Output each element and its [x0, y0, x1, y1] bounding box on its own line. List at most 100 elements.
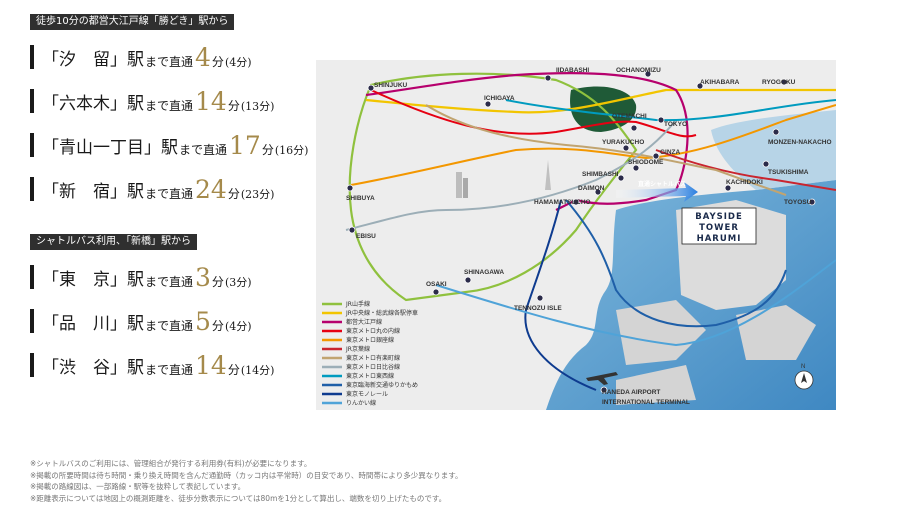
station-shinagawa: SHINAGAWA — [464, 269, 504, 276]
shuttle-bus-label: 直通シャトルバス — [638, 180, 686, 188]
footnotes: ※シャトルバスのご利用には、管理組合が発行する利用券(有料)が必要になります。 … — [30, 458, 463, 504]
route-tokyo: 「東 京」駅 まで直通 3 分 (3分) — [30, 264, 252, 290]
station-dot-shibuya — [346, 184, 354, 192]
station-tokyo: TOKYO — [664, 121, 687, 128]
route-normal-time: (3分) — [224, 276, 252, 289]
route-station: 「新 宿」駅 — [42, 182, 144, 202]
route-normal-time: (13分) — [240, 100, 275, 113]
legend-item: 東京メトロ銀座線 — [322, 336, 394, 344]
footnote: ※シャトルバスのご利用には、管理組合が発行する利用券(有料)が必要になります。 — [30, 459, 312, 468]
route-suffix: まで直通 — [179, 143, 228, 157]
route-unit: 分 — [211, 319, 224, 333]
station-yurakucho: YURAKUCHO — [602, 139, 644, 146]
river — [711, 110, 836, 190]
route-minutes: 5 — [195, 307, 211, 336]
route-suffix: まで直通 — [145, 319, 194, 333]
compass-north-label: N — [801, 364, 805, 370]
station-dot-ichigaya — [484, 100, 492, 108]
station-dot-otemachi — [630, 124, 638, 132]
legend-item: りんかい線 — [322, 399, 376, 407]
jr-yamanote-line — [348, 72, 638, 302]
station-dot-tokyo — [657, 116, 665, 124]
tokyo-monorail — [524, 199, 597, 391]
station-shibuya: SHIBUYA — [346, 195, 375, 202]
legend-label: りんかい線 — [346, 399, 376, 407]
legend-item: 東京メトロ東西線 — [322, 372, 394, 380]
legend-item: 東京メトロ日比谷線 — [322, 363, 400, 371]
station-hamamatsucho: HAMAMATSUCHO — [534, 199, 591, 206]
station-dot-shimbashi — [617, 174, 625, 182]
station-shiodome: SHIODOME — [628, 159, 664, 166]
station-ryogoku: RYOGOKU — [762, 79, 796, 86]
station-kachidoki: KACHIDOKI — [726, 179, 763, 186]
station-dot-shinjuku — [367, 84, 375, 92]
route-suffix: まで直通 — [145, 363, 194, 377]
route-station: 「青山一丁目」駅 — [42, 138, 178, 158]
route-station: 「汐 留」駅 — [42, 50, 144, 70]
reclaimed-island — [736, 305, 816, 360]
station-ochanomizu: OCHANOMIZU — [616, 67, 661, 74]
route-minutes: 3 — [195, 263, 211, 292]
legend-label: JR京葉線 — [345, 345, 370, 353]
route-normal-time: (14分) — [240, 364, 275, 377]
legend-item: 東京モノレール — [322, 390, 388, 398]
route-aoyama: 「青山一丁目」駅 まで直通 17 分 (16分) — [30, 132, 308, 158]
legend-item: 東京メトロ丸の内線 — [322, 327, 400, 335]
rinkai-line — [435, 259, 836, 347]
walk-section-header: 徒歩10分の都営大江戸線「勝どき」駅から — [30, 14, 235, 30]
station-dot-daimon — [594, 188, 602, 196]
route-shibuya: 「渋 谷」駅 まで直通 14 分 (14分) — [30, 352, 274, 378]
route-suffix: まで直通 — [145, 187, 194, 201]
legend-item: 都営大江戸線 — [322, 318, 382, 326]
route-roppongi: 「六本木」駅 まで直通 14 分 (13分) — [30, 88, 274, 114]
route-normal-time: (4分) — [224, 320, 252, 333]
station-tsukishima: TSUKISHIMA — [768, 169, 809, 176]
station-shinjuku: SHINJUKU — [374, 82, 408, 89]
station-ichigaya: ICHIGAYA — [484, 95, 515, 102]
legend-label: 都営大江戸線 — [346, 318, 382, 326]
station-dot-ginza — [652, 152, 660, 160]
station-otemachi: OTEMACHI — [612, 113, 647, 120]
route-minutes: 14 — [195, 87, 227, 116]
route-shiodome: 「汐 留」駅 まで直通 4 分 (4分) — [30, 44, 252, 70]
route-bar — [30, 353, 34, 377]
legend-label: JR中央線・総武線各駅停車 — [345, 309, 418, 317]
station-akihabara: AKIHABARA — [700, 79, 740, 86]
station-dot-ochanomizu — [644, 70, 652, 78]
route-unit: 分 — [211, 275, 224, 289]
legend-label: 東京メトロ銀座線 — [346, 336, 394, 344]
route-bar — [30, 177, 34, 201]
compass-icon: N — [794, 364, 814, 390]
station-dot-yurakucho — [622, 144, 630, 152]
route-station: 「渋 谷」駅 — [42, 358, 144, 378]
station-dot-kachidoki — [724, 184, 732, 192]
tokyo-tower-icon — [545, 160, 551, 190]
legend-label: 東京メトロ東西線 — [346, 372, 394, 380]
route-normal-time: (4分) — [224, 56, 252, 69]
station-iidabashi: IIDABASHI — [556, 67, 589, 74]
station-haneda-terminal: INTERNATIONAL TERMINAL — [602, 399, 690, 406]
route-station: 「品 川」駅 — [42, 314, 144, 334]
station-dot-osaki — [432, 288, 440, 296]
route-bar — [30, 45, 34, 69]
route-unit: 分 — [211, 55, 224, 69]
station-dot-tennozu — [536, 294, 544, 302]
route-unit: 分 — [227, 99, 240, 113]
property-name-line2: TOWER — [699, 223, 739, 233]
legend-label: 東京メトロ有楽町線 — [346, 354, 400, 362]
legend-item: JR山手線 — [322, 300, 370, 308]
station-osaki: OSAKI — [426, 281, 447, 288]
station-dot-tsukishima — [762, 160, 770, 168]
station-ebisu: EBISU — [356, 233, 376, 240]
odaiba-island — [616, 300, 706, 365]
oedo-line — [365, 72, 689, 211]
route-bar — [30, 309, 34, 333]
tozai-line — [505, 99, 836, 122]
station-dot-ryogoku — [780, 78, 788, 86]
station-dot-monzen — [772, 128, 780, 136]
bus-section-header: シャトルバス利用、「新橋」駅から — [30, 234, 197, 250]
route-minutes: 24 — [195, 175, 227, 204]
legend-item: 東京メトロ有楽町線 — [322, 354, 400, 362]
station-dot-haneda — [600, 386, 608, 394]
route-station: 「六本木」駅 — [42, 94, 144, 114]
